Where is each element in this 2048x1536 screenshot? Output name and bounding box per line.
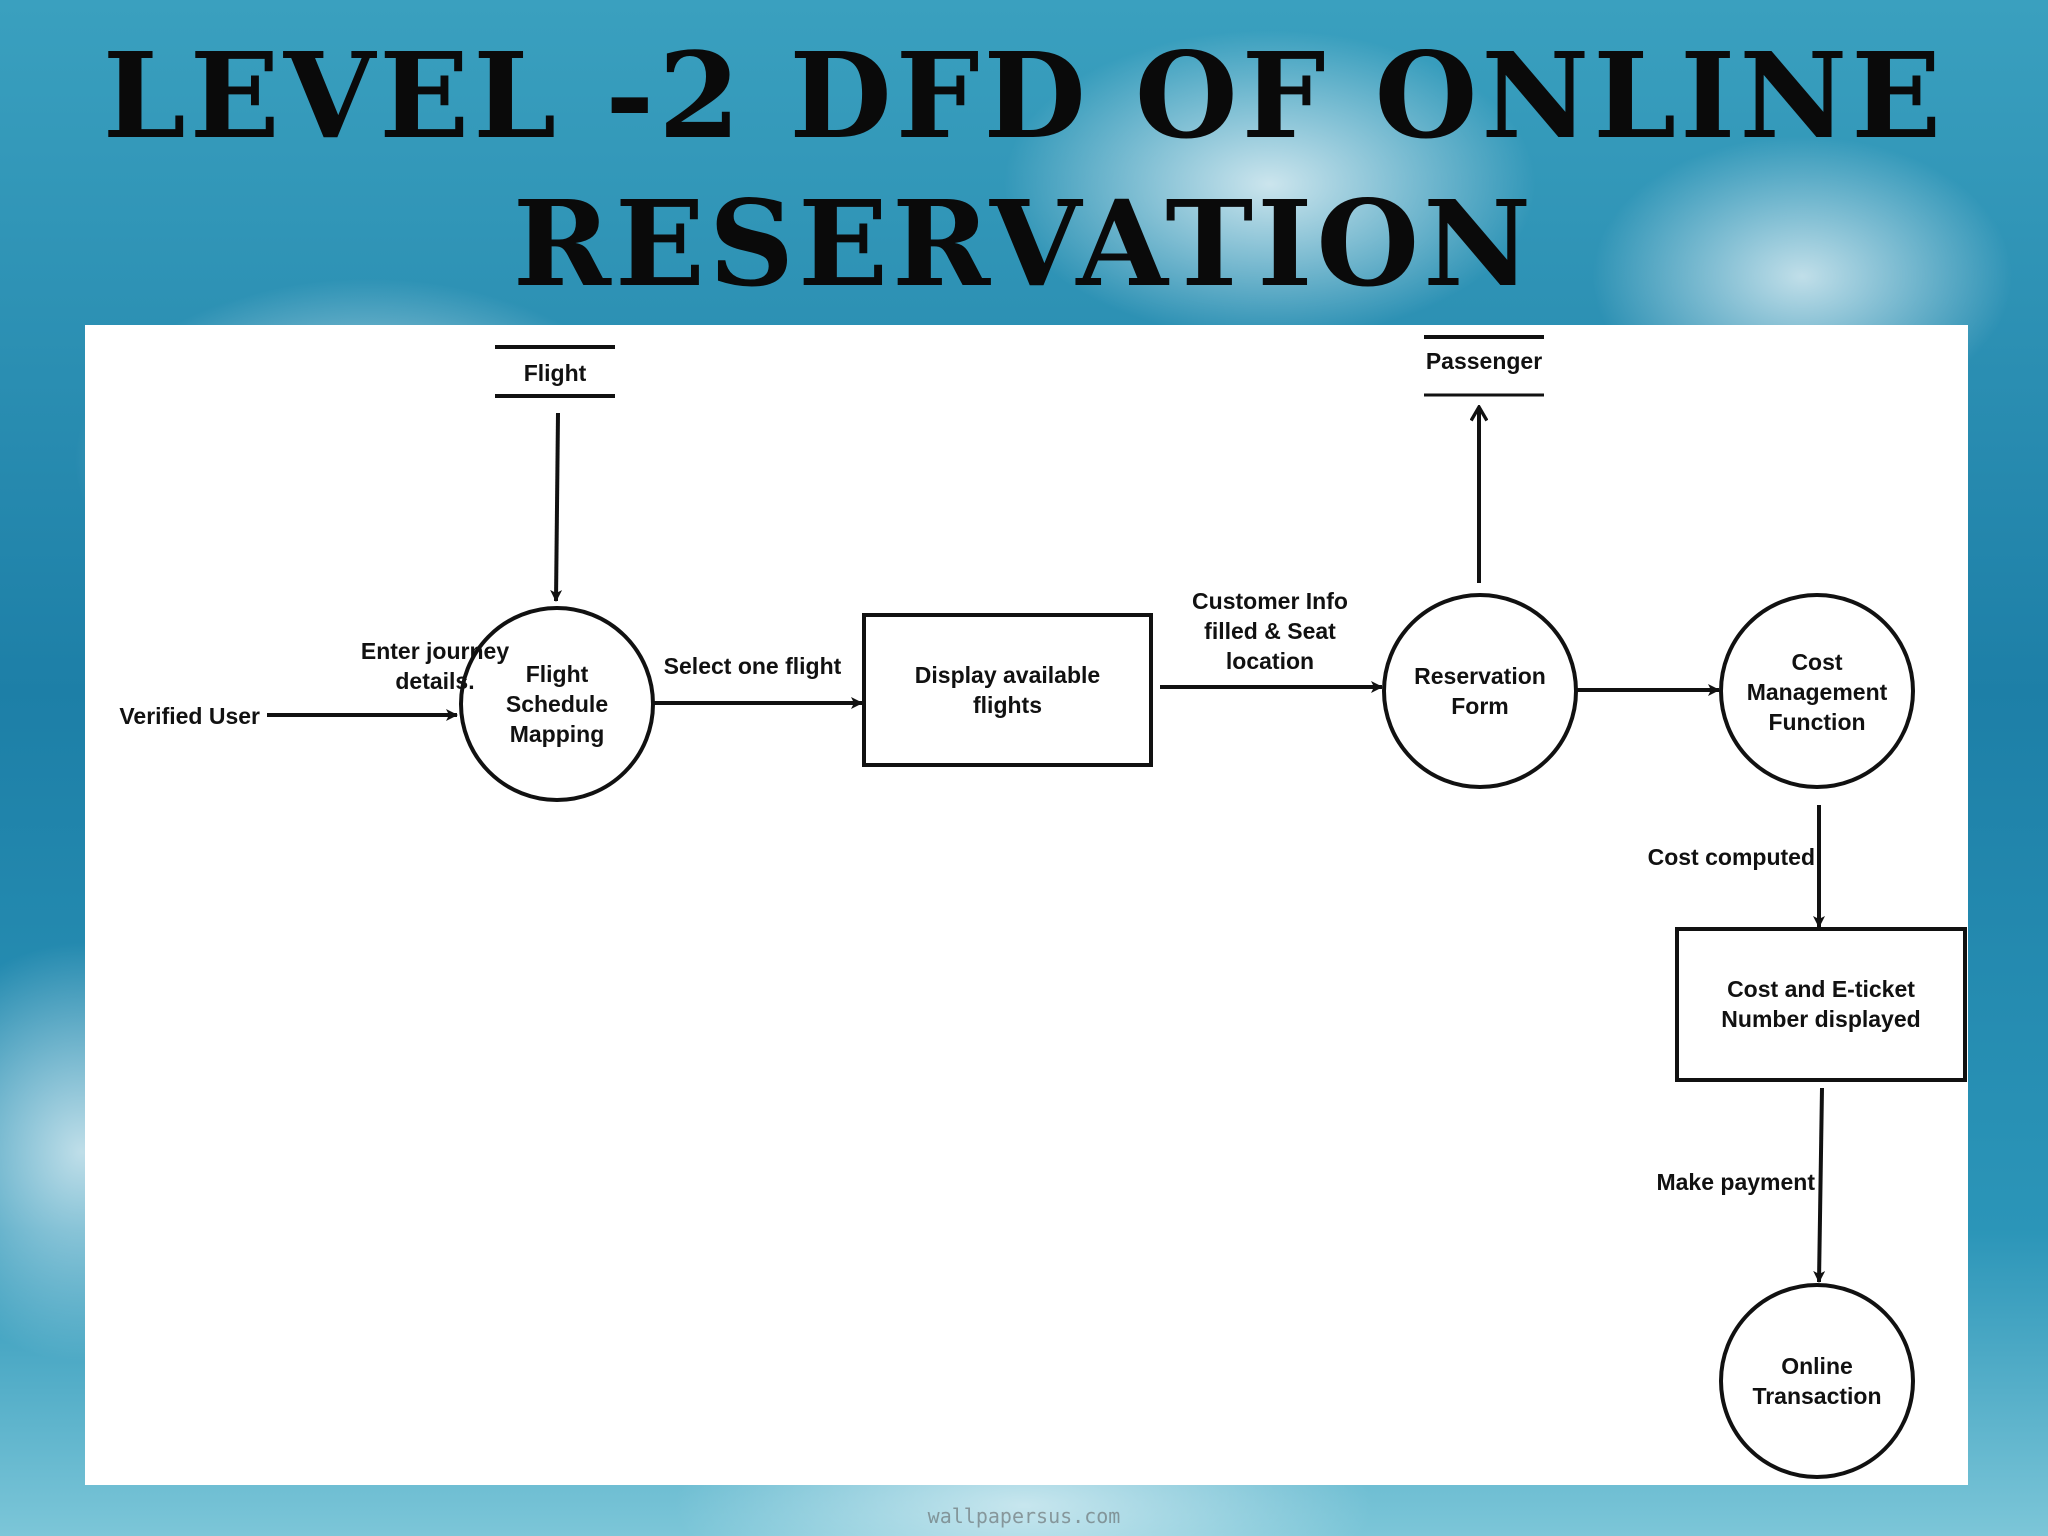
flow-eticket-to-transaction: [1813, 1087, 1826, 1283]
flight-store-label: Flight: [523, 360, 587, 386]
cost-eticket-box: [1675, 927, 1967, 1082]
title-line-2: RESERVATION: [512, 174, 1536, 313]
process-flight-schedule-label: Flight Schedule Mapping: [505, 661, 609, 747]
flow-label-cost-computed: Cost computed: [1647, 844, 1815, 870]
watermark: wallpapersus.com: [927, 1504, 1121, 1528]
process-online-transaction-label: Online Transaction: [1752, 1353, 1882, 1409]
cost-eticket-label: Cost and E-ticket Number displayed: [1721, 976, 1921, 1032]
display-flights-box: [862, 613, 1153, 767]
process-online-transaction-circle: [1719, 1283, 1915, 1479]
external-entity-verified-user: Verified User: [119, 703, 260, 729]
process-cost-management-circle: [1719, 593, 1915, 789]
flow-label-select-flight: Select one flight: [663, 653, 842, 679]
process-cost-management-label: Cost Management Function: [1746, 649, 1888, 735]
title-line-1: LEVEL -2 DFD OF ONLINE: [102, 26, 1946, 165]
process-reservation-form-label: Reservation Form: [1414, 663, 1546, 719]
flow-label-make-payment: Make payment: [1656, 1169, 1815, 1195]
dfd-diagram-canvas: [267, 335, 1967, 1479]
page-title: LEVEL -2 DFD OF ONLINE RESERVATION: [0, 22, 2048, 318]
flow-flight-to-schedule: [550, 412, 563, 602]
passenger-store-label: Passenger: [1425, 348, 1543, 374]
flow-label-customer-info: Customer Info filled & Seat location: [1192, 588, 1348, 674]
display-flights-label: Display available flights: [914, 662, 1101, 718]
flow-label-enter-journey: Enter journey details.: [360, 638, 510, 694]
dfd-diagram-panel: Flight Passenger Verified User Flight Sc…: [85, 325, 1968, 1485]
